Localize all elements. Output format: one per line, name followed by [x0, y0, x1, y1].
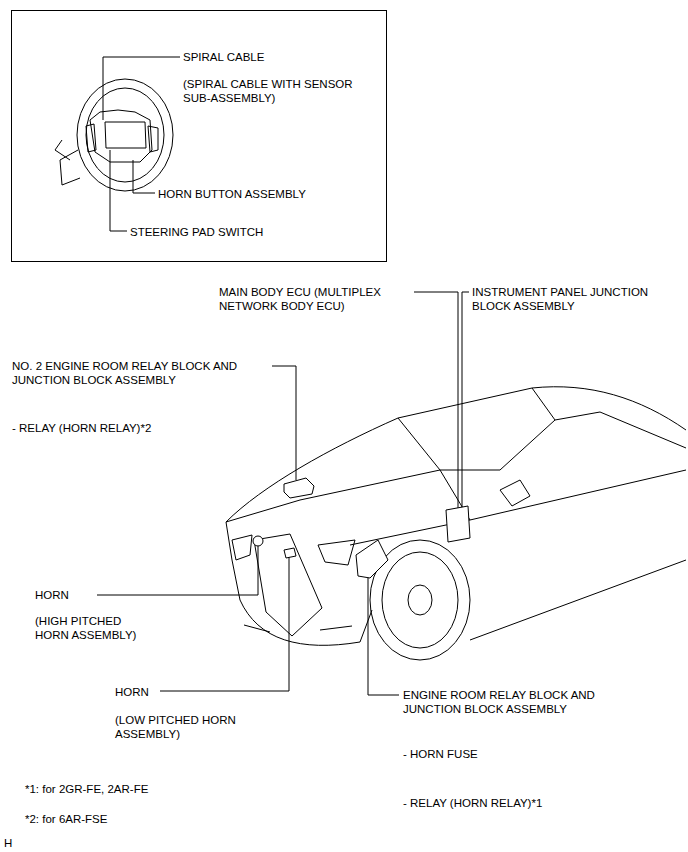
sub-part-name: - RELAY (HORN RELAY)*2: [12, 421, 212, 435]
label-holder: HORN: [115, 685, 160, 699]
steering-wheel: [55, 79, 173, 191]
label-holder: STEERING PAD SWITCH: [130, 225, 330, 239]
label-holder: H: [4, 836, 24, 850]
sub-part-name: - RELAY (HORN RELAY)*1: [403, 796, 603, 810]
part-name: (SPIRAL CABLE WITH SENSOR SUB-ASSEMBLY): [183, 77, 358, 105]
car-outline: [226, 387, 686, 660]
part-name: HORN: [115, 685, 160, 699]
label-holder: - HORN FUSE: [403, 747, 553, 761]
figure-mark: H: [4, 836, 24, 850]
label-holder: MAIN BODY ECU (MULTIPLEX NETWORK BODY EC…: [219, 285, 424, 313]
part-name: HORN BUTTON ASSEMBLY: [158, 187, 358, 201]
label-holder: NO. 2 ENGINE ROOM RELAY BLOCK AND JUNCTI…: [12, 359, 270, 387]
label-holder: ENGINE ROOM RELAY BLOCK AND JUNCTION BLO…: [403, 688, 623, 716]
label-holder: HORN: [35, 588, 95, 602]
part-name: HORN: [35, 588, 95, 602]
part-name: STEERING PAD SWITCH: [130, 225, 330, 239]
part-name: SPIRAL CABLE: [183, 50, 373, 64]
label-holder: INSTRUMENT PANEL JUNCTION BLOCK ASSEMBLY: [472, 285, 686, 313]
label-holder: (HIGH PITCHED HORN ASSEMBLY): [35, 614, 153, 642]
part-name: (HIGH PITCHED HORN ASSEMBLY): [35, 614, 153, 642]
component-symbol: [253, 478, 470, 578]
label-holder: *1: for 2GR-FE, 2AR-FE: [25, 782, 245, 796]
footnote: *2: for 6AR-FSE: [25, 812, 225, 826]
label-holder: (LOW PITCHED HORN ASSEMBLY): [115, 713, 265, 741]
label-holder: - RELAY (HORN RELAY)*1: [403, 796, 603, 810]
part-name: NO. 2 ENGINE ROOM RELAY BLOCK AND JUNCTI…: [12, 359, 270, 387]
label-holder: *2: for 6AR-FSE: [25, 812, 225, 826]
inset-frame: SPIRAL CABLE (SPIRAL CABLE WITH SENSOR SU…: [11, 10, 387, 262]
part-name: ENGINE ROOM RELAY BLOCK AND JUNCTION BLO…: [403, 688, 623, 716]
label-holder: SPIRAL CABLE: [183, 50, 373, 64]
sub-part-name: - HORN FUSE: [403, 747, 553, 761]
part-name: MAIN BODY ECU (MULTIPLEX NETWORK BODY EC…: [219, 285, 424, 313]
label-holder: HORN BUTTON ASSEMBLY: [158, 187, 358, 201]
footnote: *1: for 2GR-FE, 2AR-FE: [25, 782, 245, 796]
label-holder: - RELAY (HORN RELAY)*2: [12, 421, 212, 435]
label-holder: (SPIRAL CABLE WITH SENSOR SUB-ASSEMBLY): [183, 77, 358, 105]
part-name: (LOW PITCHED HORN ASSEMBLY): [115, 713, 265, 741]
part-name: INSTRUMENT PANEL JUNCTION BLOCK ASSEMBLY: [472, 285, 686, 313]
